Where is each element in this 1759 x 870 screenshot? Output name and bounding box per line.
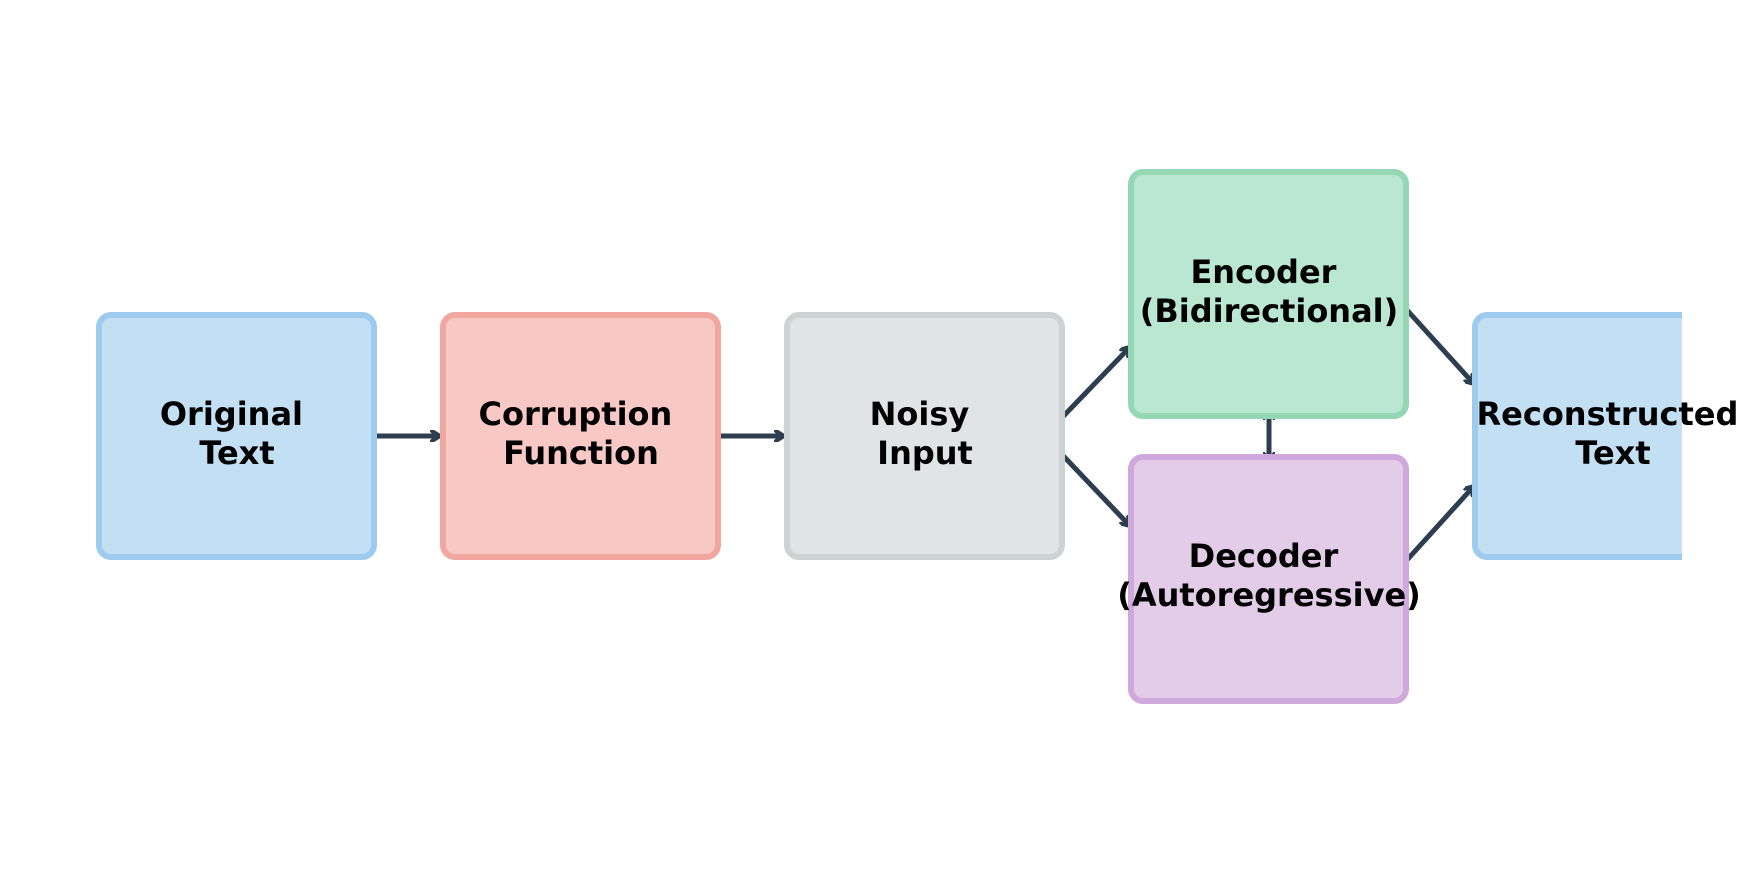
corruption-function-label: Corruption Function	[479, 395, 684, 472]
encoder-box	[1128, 169, 1409, 419]
original-text-label-line-2: Text	[199, 434, 274, 472]
encoder-label: Encoder (Bidirectional)	[1140, 253, 1399, 330]
corruption-function-box	[440, 312, 721, 560]
original-text-label: Original Text	[160, 395, 314, 472]
decoder-box	[1128, 454, 1409, 704]
original-text-box	[96, 312, 377, 560]
arrow-decoder-to-reconstructed	[1394, 483, 1477, 574]
corruption-function-label-line-1: Corruption	[479, 395, 673, 433]
arrow-encoder-to-reconstructed	[1394, 296, 1477, 387]
node-noisy-input: Noisy Input	[784, 312, 1065, 560]
corruption-function-label-line-2: Function	[503, 434, 659, 472]
encoder-label-line-1: Encoder	[1190, 253, 1336, 291]
node-original-text: Original Text	[96, 312, 377, 560]
node-encoder: Encoder (Bidirectional)	[1128, 169, 1409, 419]
reconstructed-text-label: Reconstructed Text	[1477, 395, 1750, 472]
encoder-label-line-2: (Bidirectional)	[1140, 292, 1399, 330]
decoder-label-line-1: Decoder	[1189, 537, 1339, 575]
decoder-label-line-2: (Autoregressive)	[1117, 576, 1421, 614]
node-corruption-function: Corruption Function	[440, 312, 721, 560]
noisy-input-label: Noisy Input	[870, 395, 981, 472]
noisy-input-label-line-2: Input	[877, 434, 973, 472]
node-decoder: Decoder (Autoregressive)	[1117, 454, 1421, 704]
reconstructed-text-label-line-2: Text	[1575, 434, 1650, 472]
original-text-label-line-1: Original	[160, 395, 303, 433]
noisy-input-label-line-1: Noisy	[870, 395, 970, 433]
reconstructed-text-label-line-1: Reconstructed	[1477, 395, 1739, 433]
reconstructed-text-box	[1472, 312, 1682, 560]
node-reconstructed-text: Reconstructed Text	[1472, 312, 1750, 560]
decoder-label: Decoder (Autoregressive)	[1117, 537, 1421, 614]
noisy-input-box	[784, 312, 1065, 560]
